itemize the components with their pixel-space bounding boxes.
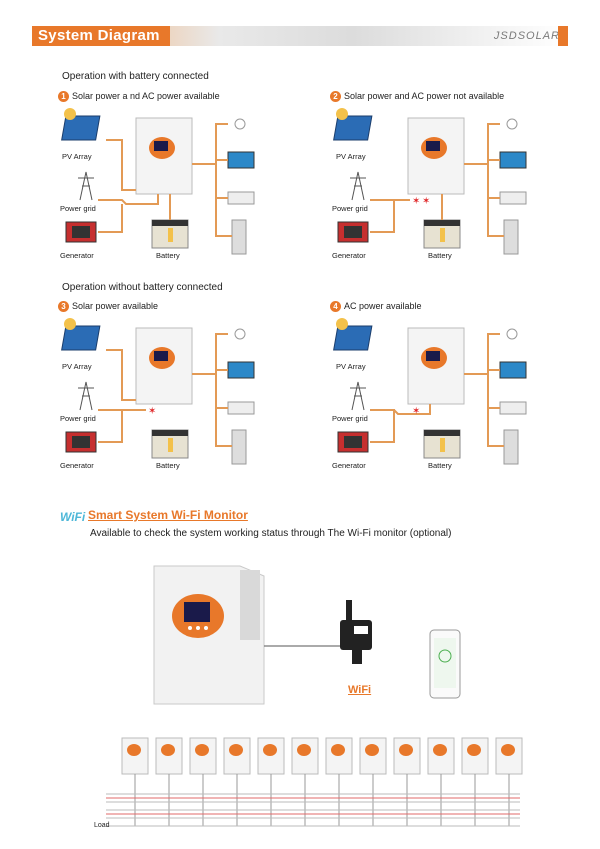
system-diagram [61, 108, 255, 255]
system-diagram: ✶✶ [333, 108, 527, 255]
power-grid-icon [78, 171, 94, 201]
battery-label: Battery [428, 251, 452, 260]
parallel-inverter-icon [427, 737, 455, 826]
load-icons [227, 328, 255, 465]
pv-array-label: PV Array [336, 152, 366, 161]
wires [98, 333, 232, 447]
page-title: System Diagram [32, 26, 170, 46]
generator-icon [337, 431, 369, 453]
parallel-inverter-icon [393, 737, 421, 826]
pv-array-label: PV Array [62, 152, 92, 161]
parallel-inverter-icon [359, 737, 387, 826]
battery-icon [423, 219, 461, 249]
inverter-icon [407, 327, 465, 405]
battery-label: Battery [156, 461, 180, 470]
parallel-inverter-icon [223, 737, 251, 826]
step-number: 4 [330, 301, 341, 313]
parallel-inverter-icon [461, 737, 489, 826]
svg-text:✶: ✶ [422, 196, 430, 207]
system-diagram: ✶ [333, 318, 527, 465]
generator-icon [337, 221, 369, 243]
parallel-inverter-icon [189, 737, 217, 826]
battery-label: Battery [428, 461, 452, 470]
step-number: 2 [330, 91, 341, 103]
power-grid-icon [350, 381, 366, 411]
battery-icon [423, 429, 461, 459]
generator-label: Generator [332, 251, 366, 260]
section-without-battery: Operation without battery connected [62, 282, 223, 293]
svg-text:✶: ✶ [412, 406, 420, 417]
brand-mark [558, 26, 568, 46]
power-grid-label: Power grid [332, 204, 368, 213]
load-icons [499, 328, 527, 465]
battery-label: Battery [156, 251, 180, 260]
bus-lines [106, 793, 520, 827]
generator-label: Generator [332, 461, 366, 470]
pv-array-icon [61, 108, 101, 141]
pv-array-icon [333, 108, 373, 141]
wires [98, 123, 232, 237]
svg-text:✶: ✶ [412, 196, 420, 207]
pv-array-label: PV Array [336, 362, 366, 371]
parallel-inverter-icon [291, 737, 319, 826]
disconnect-marks: ✶ [148, 406, 156, 417]
load-icons [499, 118, 527, 255]
pv-array-label: PV Array [62, 362, 92, 371]
parallel-inverter-icon [257, 737, 285, 826]
power-grid-icon [78, 381, 94, 411]
inverter-icon [407, 117, 465, 195]
parallel-inverter-icon [325, 737, 353, 826]
wires [370, 123, 504, 237]
generator-icon [65, 221, 97, 243]
parallel-inverter-icon [495, 737, 523, 826]
inverter-icon [135, 327, 193, 405]
smartphone-icon [429, 629, 461, 699]
wires [370, 333, 504, 447]
inverter-icon [135, 117, 193, 195]
pv-array-icon [333, 318, 373, 351]
battery-icon [151, 429, 189, 459]
section-with-battery: Operation with battery connected [62, 71, 209, 82]
load-label: Load [94, 822, 110, 829]
power-grid-icon [350, 171, 366, 201]
generator-label: Generator [60, 251, 94, 260]
system-diagram: ✶ [61, 318, 255, 465]
generator-icon [65, 431, 97, 453]
power-grid-label: Power grid [332, 414, 368, 423]
brand-name: JSDSOLAR [493, 30, 560, 42]
step-number: 3 [58, 301, 69, 313]
parallel-inverter-icon [121, 737, 149, 826]
disconnect-marks: ✶✶ [412, 196, 430, 207]
wifi-monitor-illustration [153, 565, 461, 705]
generator-label: Generator [60, 461, 94, 470]
power-grid-label: Power grid [60, 414, 96, 423]
wifi-dongle-icon [340, 600, 372, 664]
load-icons [227, 118, 255, 255]
red-bus [106, 797, 520, 815]
pv-array-icon [61, 318, 101, 351]
wifi-description: Available to check the system working st… [90, 528, 452, 539]
parallel-inverters-diagram [106, 737, 523, 827]
parallel-inverter-icon [155, 737, 183, 826]
inverter-large-icon [153, 565, 265, 705]
step-number: 1 [58, 91, 69, 103]
svg-text:✶: ✶ [148, 406, 156, 417]
wifi-section-title: Smart System Wi-Fi Monitor [88, 508, 248, 522]
wifi-logo: WiFi [60, 510, 86, 524]
wifi-caption: WiFi [348, 684, 372, 696]
battery-icon [151, 219, 189, 249]
power-grid-label: Power grid [60, 204, 96, 213]
disconnect-marks: ✶ [412, 406, 420, 417]
